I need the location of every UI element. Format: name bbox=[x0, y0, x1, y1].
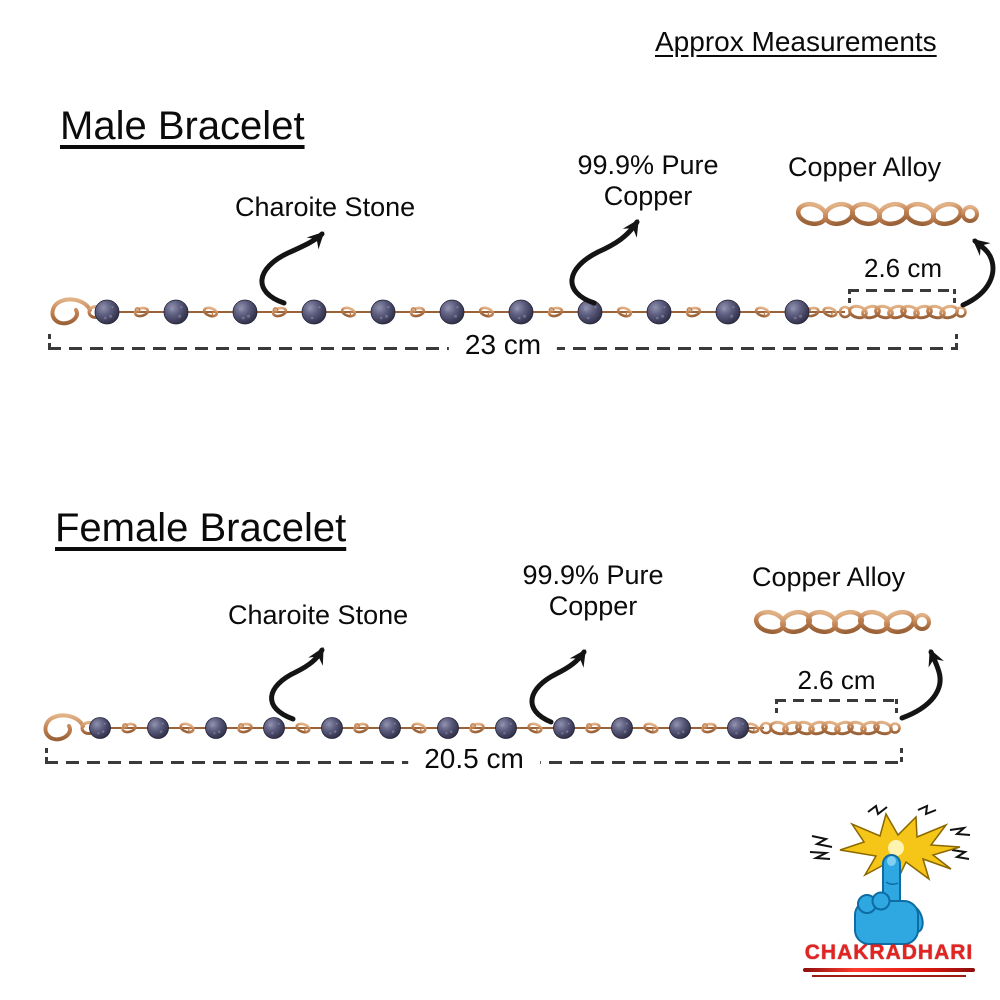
bracket-top-line bbox=[775, 699, 898, 702]
measure-tick-left bbox=[45, 748, 48, 763]
measure-tick-right bbox=[900, 748, 903, 763]
female-charoite-stone-label: Charoite Stone bbox=[228, 600, 409, 630]
brand-underline bbox=[803, 968, 975, 972]
male-copper-alloy-chain-sample bbox=[795, 201, 979, 227]
brand-logo-art bbox=[809, 804, 971, 945]
female-section-title: Female Bracelet bbox=[55, 506, 347, 550]
bracket-top-line bbox=[848, 289, 956, 292]
bracket-left-tick bbox=[775, 699, 778, 715]
bracket-right-tick bbox=[895, 699, 898, 715]
female-extension-bracket bbox=[775, 699, 898, 715]
approx-measurements-heading: Approx Measurements bbox=[655, 26, 937, 57]
female-copper-alloy-label: Copper Alloy bbox=[752, 562, 906, 592]
starburst-icon bbox=[839, 812, 961, 883]
male-alloy-arrow bbox=[960, 238, 996, 308]
hand-icon bbox=[854, 854, 924, 945]
female-pure-copper-label: 99.9% Pure Copper bbox=[522, 560, 664, 622]
male-length-measure: 23 cm bbox=[48, 328, 958, 362]
measure-tick-right bbox=[955, 334, 958, 349]
male-extension-length-label: 2.6 cm bbox=[863, 253, 943, 283]
male-extension-bracket bbox=[848, 289, 956, 305]
female-total-length-label: 20.5 cm bbox=[408, 742, 540, 776]
female-charoite-arrow bbox=[269, 647, 325, 722]
brand-name: CHAKRADHARI bbox=[804, 941, 974, 964]
brand-underline-shadow bbox=[812, 975, 966, 977]
male-charoite-stone-label: Charoite Stone bbox=[235, 192, 416, 222]
male-charoite-arrow bbox=[259, 231, 325, 306]
female-length-measure: 20.5 cm bbox=[45, 742, 903, 776]
energy-lines-icon bbox=[809, 804, 971, 860]
male-copper-arrow bbox=[569, 219, 640, 306]
female-bracelet-image bbox=[43, 713, 901, 742]
female-copper-arrow bbox=[529, 649, 587, 725]
male-pure-copper-label: 99.9% Pure Copper bbox=[577, 150, 719, 212]
male-bracelet-image bbox=[50, 297, 967, 326]
male-copper-alloy-label: Copper Alloy bbox=[788, 152, 942, 182]
male-section-title: Male Bracelet bbox=[60, 104, 305, 148]
starburst-core bbox=[888, 840, 904, 856]
female-copper-alloy-chain-sample bbox=[753, 609, 931, 635]
female-alloy-arrow bbox=[899, 648, 944, 721]
bracket-right-tick bbox=[953, 289, 956, 305]
male-total-length-label: 23 cm bbox=[448, 328, 558, 362]
female-extension-length-label: 2.6 cm bbox=[797, 665, 876, 695]
bracket-left-tick bbox=[848, 289, 851, 305]
measure-tick-left bbox=[48, 334, 51, 349]
